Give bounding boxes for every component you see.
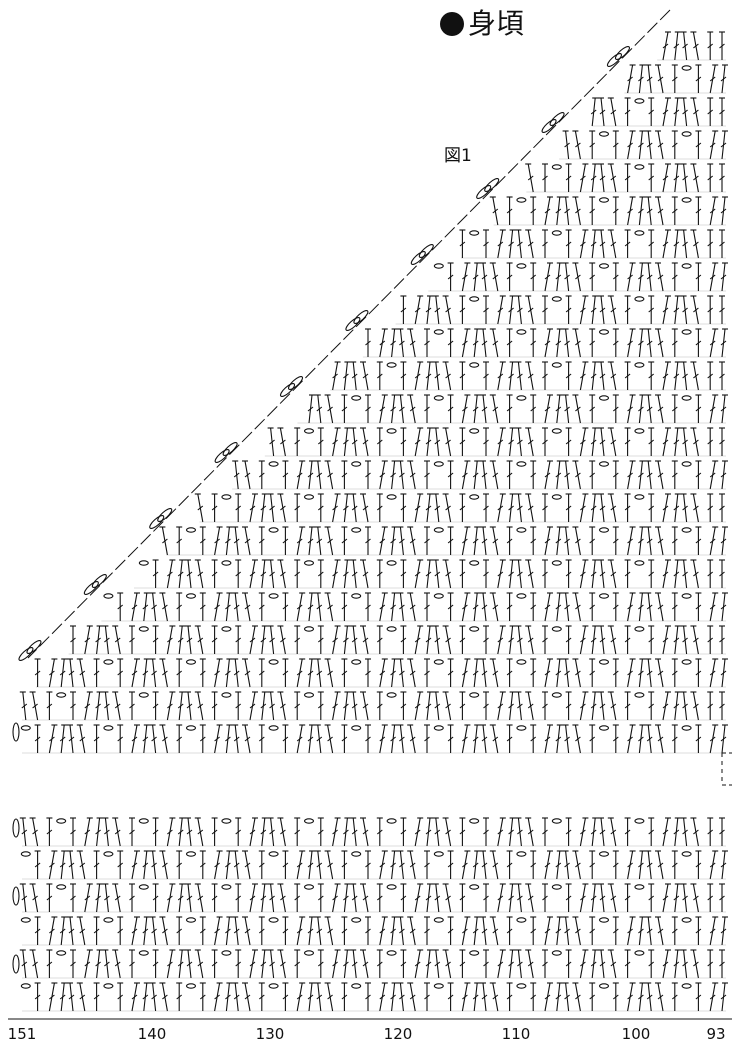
black-circle-icon xyxy=(440,12,464,36)
stitch-number-100: 100 xyxy=(616,1024,656,1044)
stitch-number-93: 93 xyxy=(696,1024,732,1044)
guide-lines xyxy=(8,10,732,1019)
figure-label: 図1 xyxy=(444,144,472,168)
stitch-number-110: 110 xyxy=(496,1024,536,1044)
stitch-number-151: 151 xyxy=(2,1024,42,1044)
stitch-number-130: 130 xyxy=(250,1024,290,1044)
stitch-number-120: 120 xyxy=(378,1024,418,1044)
title-block: 身頃 xyxy=(440,4,524,44)
diagram-title: 身頃 xyxy=(468,4,524,44)
stitch-number-140: 140 xyxy=(132,1024,172,1044)
